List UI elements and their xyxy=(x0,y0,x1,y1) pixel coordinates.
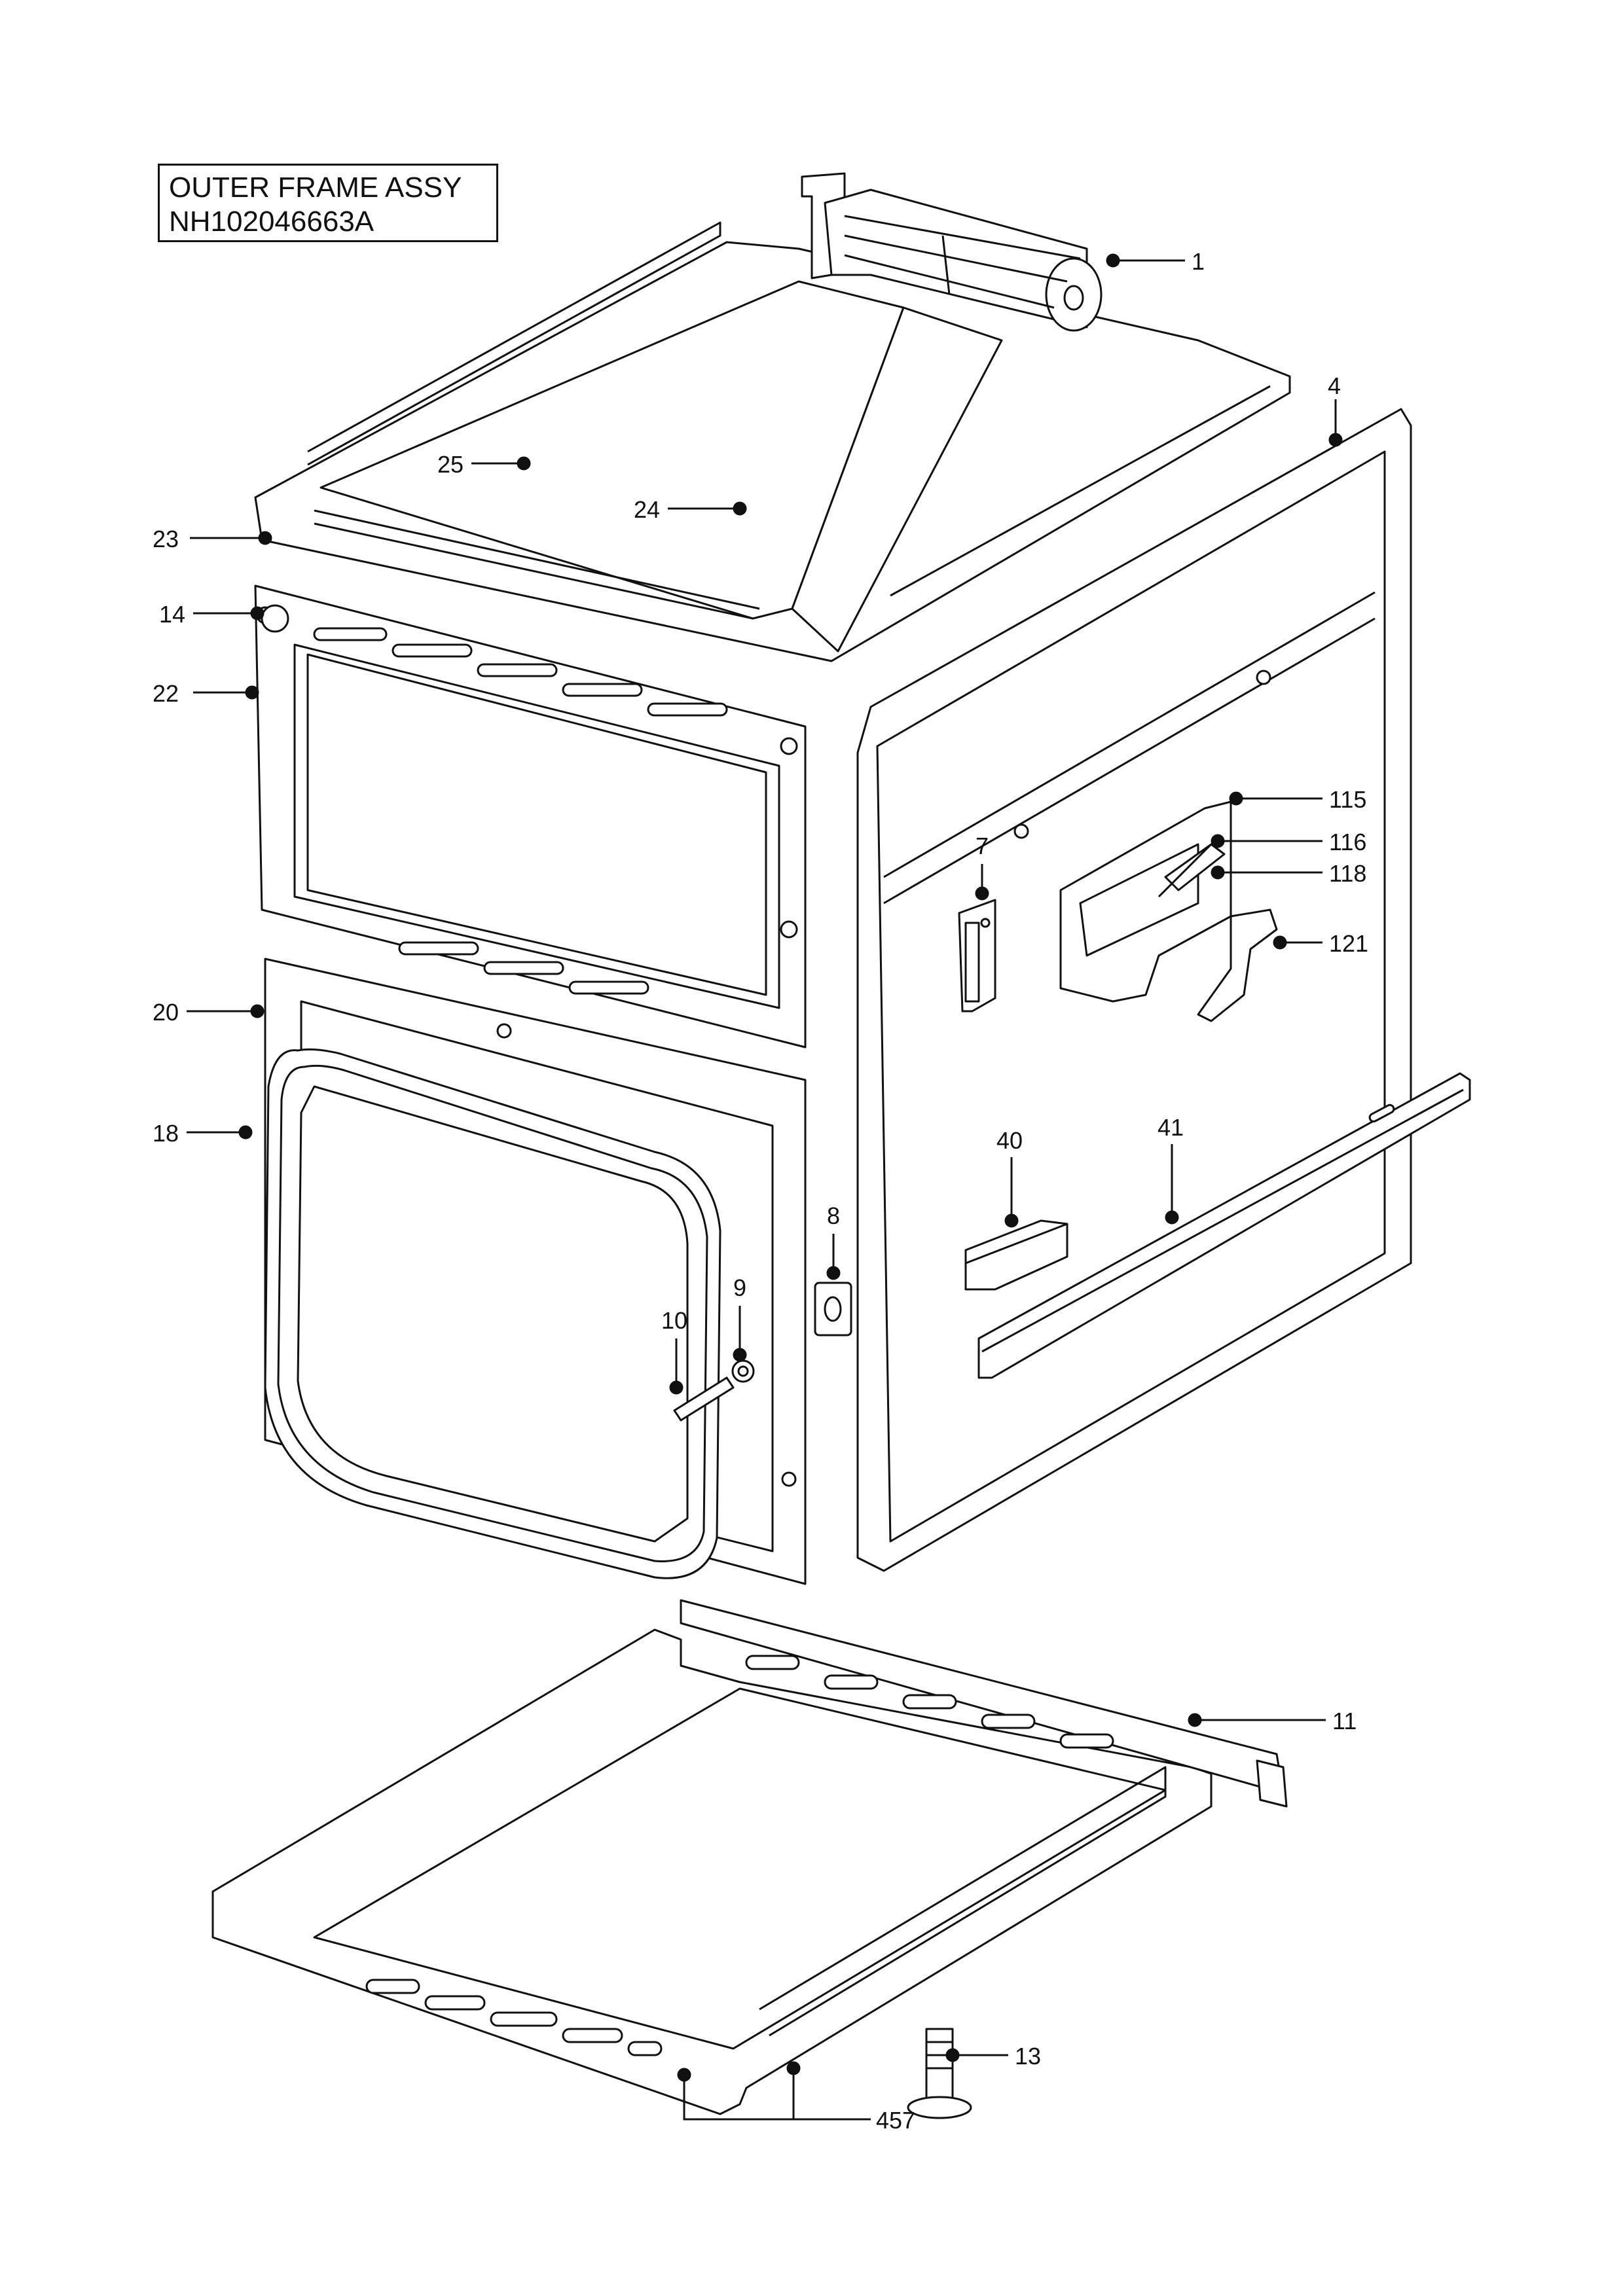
callout-leader-20 xyxy=(187,1004,264,1018)
callout-7: 7 xyxy=(976,833,989,859)
callout-leader-10 xyxy=(669,1338,684,1395)
callout-leader-4 xyxy=(1328,399,1343,447)
callout-leader-9 xyxy=(733,1306,747,1362)
callout-25: 25 xyxy=(437,451,464,478)
callout-18: 18 xyxy=(153,1120,179,1147)
callout-leader-18 xyxy=(187,1125,253,1139)
callout-23: 23 xyxy=(153,526,179,552)
callout-leader-116 xyxy=(1211,834,1322,848)
title-block: OUTER FRAME ASSY NH102046663A xyxy=(158,164,498,242)
indicator-knob xyxy=(261,604,289,633)
callout-41: 41 xyxy=(1158,1114,1184,1141)
callout-118: 118 xyxy=(1329,860,1366,887)
callout-leader-14 xyxy=(193,606,264,620)
callout-leader-457 xyxy=(677,2061,871,2121)
door-switch-bracket xyxy=(958,899,996,1013)
callout-leader-118 xyxy=(1211,865,1322,880)
assembly-part-number: NH102046663A xyxy=(169,206,374,238)
callout-20: 20 xyxy=(153,999,179,1026)
callout-116: 116 xyxy=(1329,829,1366,855)
door-pin-assembly xyxy=(673,1359,755,1422)
callout-leader-115 xyxy=(1229,791,1322,806)
thermostat-plate xyxy=(1059,800,1232,1003)
callout-leader-23 xyxy=(190,531,272,545)
callout-leader-24 xyxy=(668,501,747,516)
mounting-bracket-121 xyxy=(1197,908,1278,1022)
callout-10: 10 xyxy=(661,1307,687,1334)
callout-leader-121 xyxy=(1273,935,1322,950)
shelf-support xyxy=(964,1219,1068,1291)
adjustable-foot xyxy=(907,2028,972,2119)
callout-22: 22 xyxy=(153,680,179,707)
callout-leader-41 xyxy=(1165,1144,1179,1225)
grommet xyxy=(814,1282,852,1336)
callout-457: 457 xyxy=(876,2107,915,2134)
fan-motor xyxy=(801,172,1103,332)
bottom-panel xyxy=(211,1599,1288,2115)
callout-leader-11 xyxy=(1188,1713,1326,1727)
callout-4: 4 xyxy=(1328,372,1341,399)
callout-leader-25 xyxy=(471,456,531,471)
callout-9: 9 xyxy=(733,1274,746,1301)
runner-rail xyxy=(977,1072,1471,1379)
callout-14: 14 xyxy=(159,601,185,628)
assembly-name: OUTER FRAME ASSY xyxy=(169,171,462,204)
callout-40: 40 xyxy=(996,1127,1023,1154)
callout-13: 13 xyxy=(1015,2043,1041,2070)
callout-24: 24 xyxy=(634,496,660,523)
callout-leader-1 xyxy=(1106,253,1185,268)
callout-1: 1 xyxy=(1192,248,1205,275)
callout-leader-22 xyxy=(193,685,259,700)
callout-leader-8 xyxy=(826,1234,841,1280)
callout-11: 11 xyxy=(1332,1708,1357,1734)
callout-115: 115 xyxy=(1329,786,1366,813)
callout-leader-7 xyxy=(975,864,989,901)
callout-leader-40 xyxy=(1004,1157,1019,1228)
door-seal xyxy=(264,1048,721,1579)
front-upper-panel xyxy=(254,584,807,1049)
callout-leader-13 xyxy=(945,2048,1008,2062)
callout-121: 121 xyxy=(1329,930,1368,957)
callout-8: 8 xyxy=(827,1202,840,1229)
top-panel xyxy=(254,221,1291,662)
